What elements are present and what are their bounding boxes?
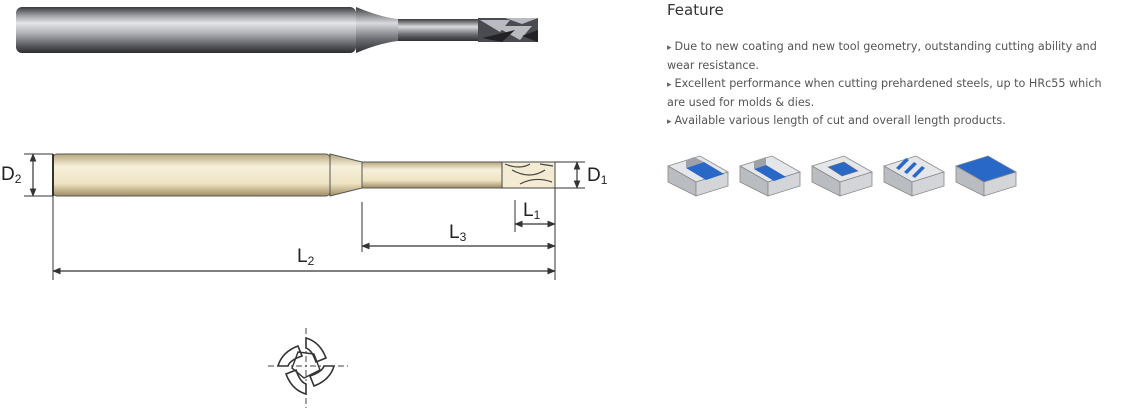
l3-label: L3 [449, 222, 467, 244]
list-item: ▸Due to new coating and new tool geometr… [667, 40, 1097, 72]
feature-list: ▸Due to new coating and new tool geometr… [667, 38, 1112, 131]
bullet-icon: ▸ [667, 117, 672, 127]
l1-label: L1 [523, 200, 541, 222]
end-mill-photo [16, 7, 538, 53]
pocket-milling-icon [811, 155, 873, 197]
shoulder-milling-icon [667, 155, 729, 197]
l2-label: L2 [297, 246, 315, 268]
face-milling-icon [955, 155, 1017, 197]
feature-title: Feature [667, 1, 724, 19]
bullet-icon: ▸ [667, 43, 672, 53]
end-mill-diagram [24, 153, 585, 280]
d1-label: D1 [587, 165, 608, 187]
list-item: ▸Available various length of cut and ove… [667, 114, 1006, 127]
d2-label: D2 [1, 164, 22, 186]
multi-slot-icon [883, 155, 945, 197]
slotting-icon [739, 155, 801, 197]
list-item: ▸Excellent performance when cutting preh… [667, 77, 1102, 109]
cross-section-icon [268, 328, 348, 408]
bullet-icon: ▸ [667, 80, 672, 90]
